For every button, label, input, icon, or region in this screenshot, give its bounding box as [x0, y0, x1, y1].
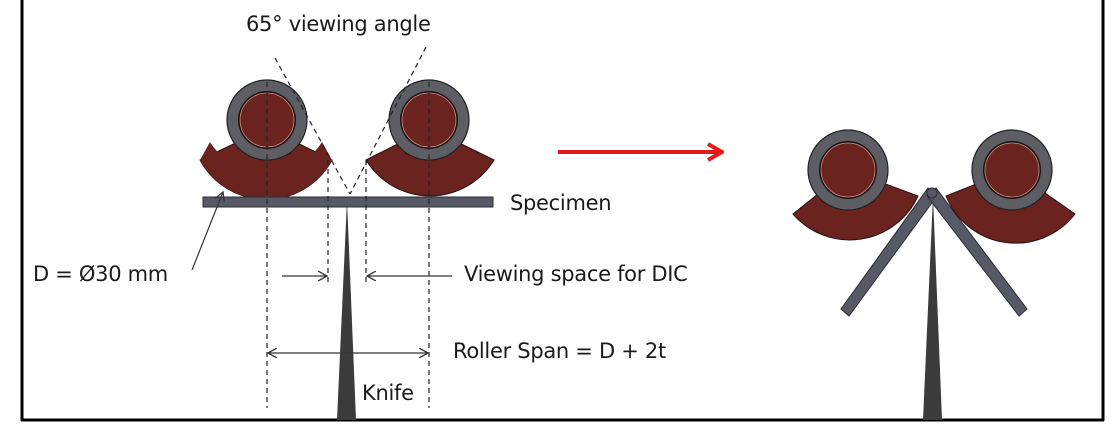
knife-bent: [923, 196, 942, 420]
roller-span-label: Roller Span = D + 2t: [453, 339, 666, 363]
diameter-leader-line: [191, 192, 223, 271]
right-roller-bent: [945, 129, 1076, 244]
left-panel-before-bending: [191, 46, 495, 420]
right-panel-after-bending: [792, 129, 1076, 420]
right-roller: [365, 79, 495, 197]
specimen-bar: [202, 196, 494, 208]
viewing-angle-label: 65° viewing angle: [246, 12, 431, 36]
left-roller-bent: [792, 129, 919, 241]
knife-label: Knife: [362, 381, 414, 405]
diameter-label: D = Ø30 mm: [33, 262, 168, 286]
specimen-label: Specimen: [510, 191, 612, 215]
left-roller: [199, 79, 333, 200]
knife: [337, 200, 356, 420]
transition-arrow: [558, 142, 724, 162]
viewing-space-label: Viewing space for DIC: [464, 262, 688, 286]
dashed-guides: [266, 46, 430, 408]
